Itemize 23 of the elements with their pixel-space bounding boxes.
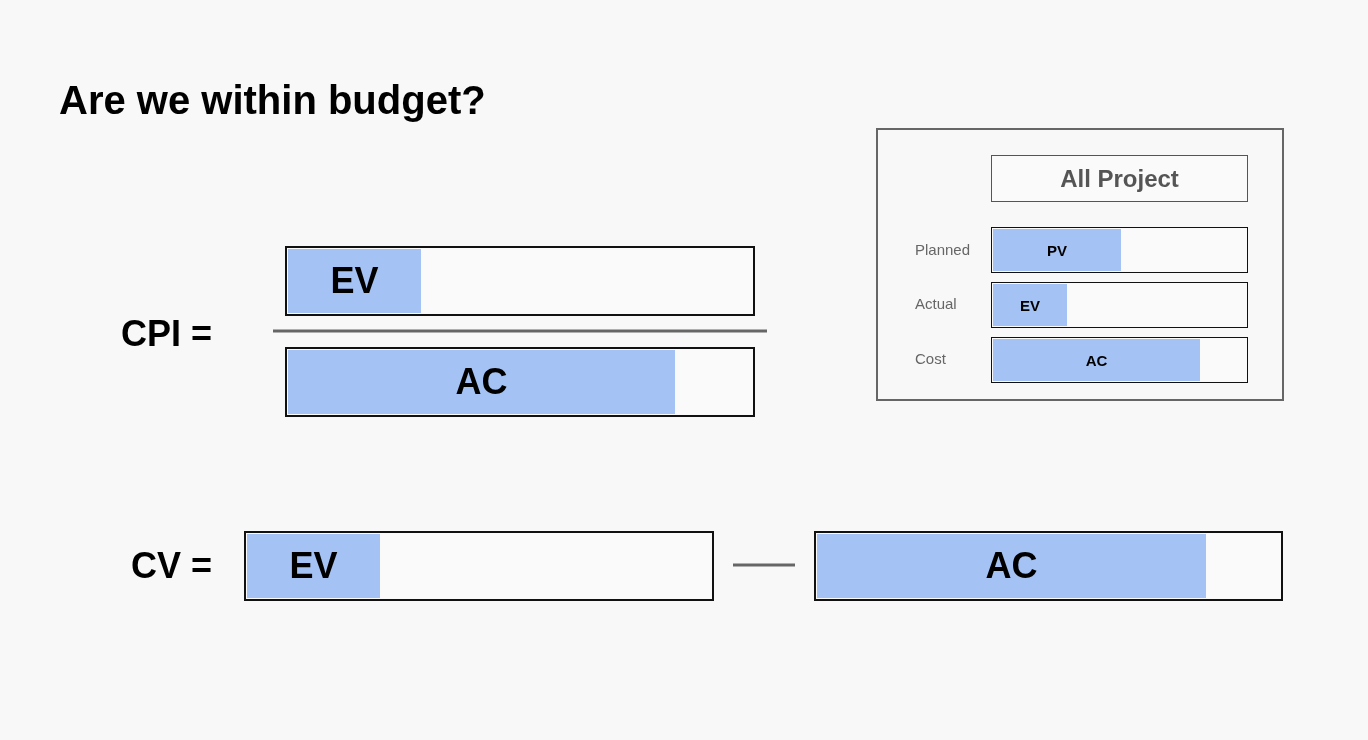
bar-label: AC (455, 361, 508, 403)
panel-box (876, 128, 1284, 401)
bar-label: PV (1047, 241, 1067, 259)
row-label: Planned (915, 241, 971, 258)
header-text: All Project (1060, 164, 1179, 193)
bar-label: AC (985, 545, 1038, 587)
bar-box (991, 227, 1248, 273)
bar-label: AC (1085, 351, 1108, 369)
bar-label: EV (330, 260, 379, 302)
bar-box (244, 531, 714, 601)
formula-label: CPI = (121, 313, 213, 355)
header-box (991, 155, 1248, 202)
bar-label: EV (289, 545, 338, 587)
row-label: Actual (915, 295, 957, 312)
title: Are we within budget? (59, 78, 486, 123)
bar-box (285, 246, 755, 316)
bar-box (991, 282, 1248, 328)
row-label: Cost (915, 350, 946, 367)
bar-box (991, 337, 1248, 383)
bar-label: EV (1020, 296, 1040, 314)
bar-box (814, 531, 1283, 601)
formula-label: CV = (131, 545, 213, 587)
bar-box (285, 347, 755, 417)
